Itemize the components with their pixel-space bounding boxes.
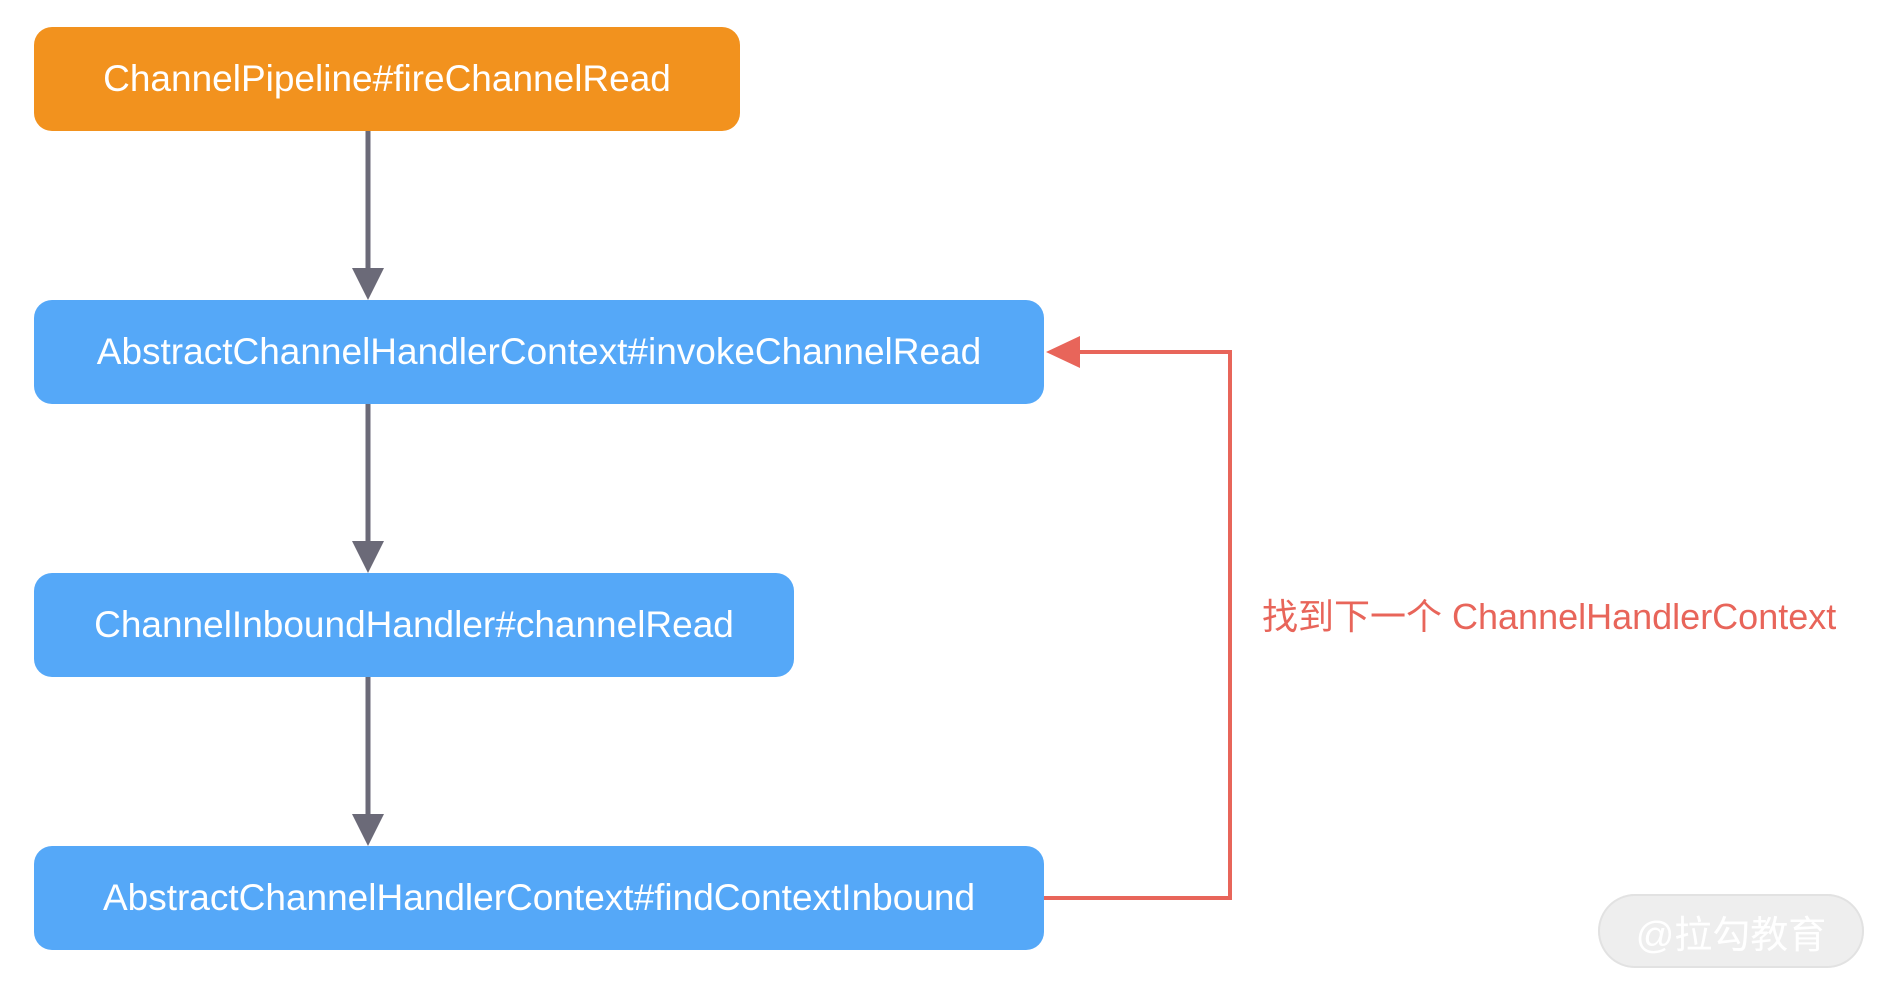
node-fire-channel-read: ChannelPipeline#fireChannelRead [34,27,740,131]
loop-edge-label: 找到下一个 ChannelHandlerContext [1262,596,1837,637]
watermark-badge: @拉勾教育 [1598,894,1864,968]
node-channel-read: ChannelInboundHandler#channelRead [34,573,794,677]
node-invoke-channel-read: AbstractChannelHandlerContext#invokeChan… [34,300,1044,404]
loop-arrow-head [1046,336,1080,368]
arrow-n1-n2-head [352,268,384,300]
arrow-n3-n4-head [352,814,384,846]
node-find-context-inbound: AbstractChannelHandlerContext#findContex… [34,846,1044,950]
arrow-n2-n3-head [352,541,384,573]
loop-arrow-line [1044,350,1232,900]
